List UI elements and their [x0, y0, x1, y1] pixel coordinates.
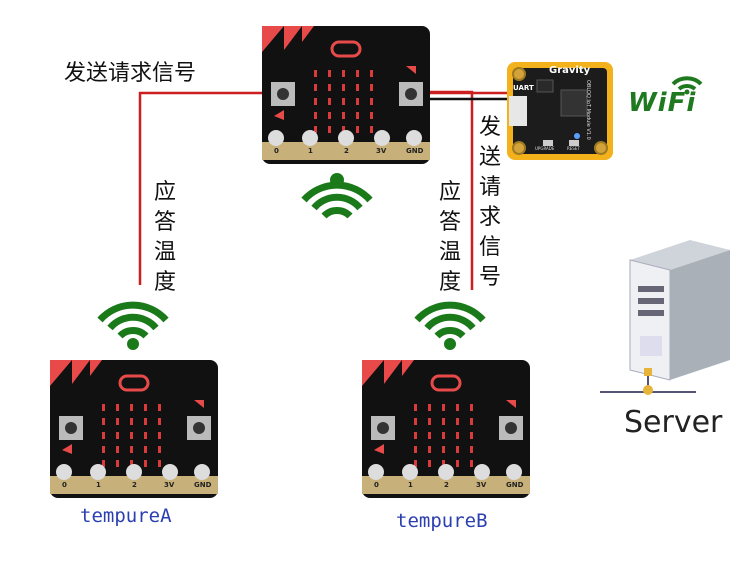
pin-2-label: 2 [344, 147, 349, 155]
pin-1-label: 1 [308, 147, 313, 155]
wifi-signal-icon [97, 301, 169, 350]
server-tower-icon [600, 240, 730, 395]
pin-1-label: 1 [96, 481, 101, 489]
send-request-label-right: 发送请求信号 [478, 115, 501, 290]
pin-gnd-label: GND [506, 481, 524, 489]
wifi-module: Gravity UART OBLOQ IoT Module V1.0 UPGRA… [507, 62, 613, 164]
pin-gnd-label: GND [194, 481, 212, 489]
server-label: Server [624, 405, 723, 440]
module-reset-label: RESET [567, 146, 580, 151]
microbit-board [262, 26, 430, 164]
nodeA-board: 0 1 2 3V GND [50, 360, 218, 502]
send-request-label-top: 发送请求信号 [64, 61, 197, 86]
module-upgrade-label: UPGRADE [535, 146, 555, 151]
pin-3v-label: 3V [376, 147, 387, 155]
led-matrix [314, 70, 373, 133]
master-board: 0 1 2 3V GND [262, 26, 430, 168]
pin-1-label: 1 [408, 481, 413, 489]
microbit-board [50, 360, 218, 498]
reply-temp-label-right: 应答温度 [438, 180, 461, 295]
pin-2-label: 2 [444, 481, 449, 489]
reply-temp-label-left: 应答温度 [153, 180, 176, 295]
pin-gnd-label: GND [406, 147, 424, 155]
pin-labels: 0 1 2 3V GND [50, 481, 218, 493]
microbit-board [362, 360, 530, 498]
nodeA-name: tempureA [80, 505, 172, 527]
wifi-signal-icon [414, 301, 486, 350]
wire-master-to-nodeA [138, 91, 265, 285]
pin-2-label: 2 [132, 481, 137, 489]
wifi-logo-text: WiFi [628, 88, 697, 118]
pin-3v-label: 3V [476, 481, 487, 489]
pin-0-label: 0 [374, 481, 379, 489]
pin-labels: 0 1 2 3V GND [262, 147, 430, 159]
pin-labels: 0 1 2 3V GND [362, 481, 530, 493]
pin-3v-label: 3V [164, 481, 175, 489]
nodeB-board: 0 1 2 3V GND [362, 360, 530, 502]
obloq-module-board [507, 62, 613, 160]
nodeB-name: tempureB [396, 510, 488, 532]
wifi-signal-icon [301, 173, 373, 219]
module-title: Gravity [549, 65, 591, 76]
module-side-text: OBLOQ IoT Module V1.0 [585, 80, 591, 140]
module-uart-label: UART [513, 84, 534, 92]
wifi-logo-icon [671, 76, 703, 95]
pin-0-label: 0 [62, 481, 67, 489]
pin-0-label: 0 [274, 147, 279, 155]
